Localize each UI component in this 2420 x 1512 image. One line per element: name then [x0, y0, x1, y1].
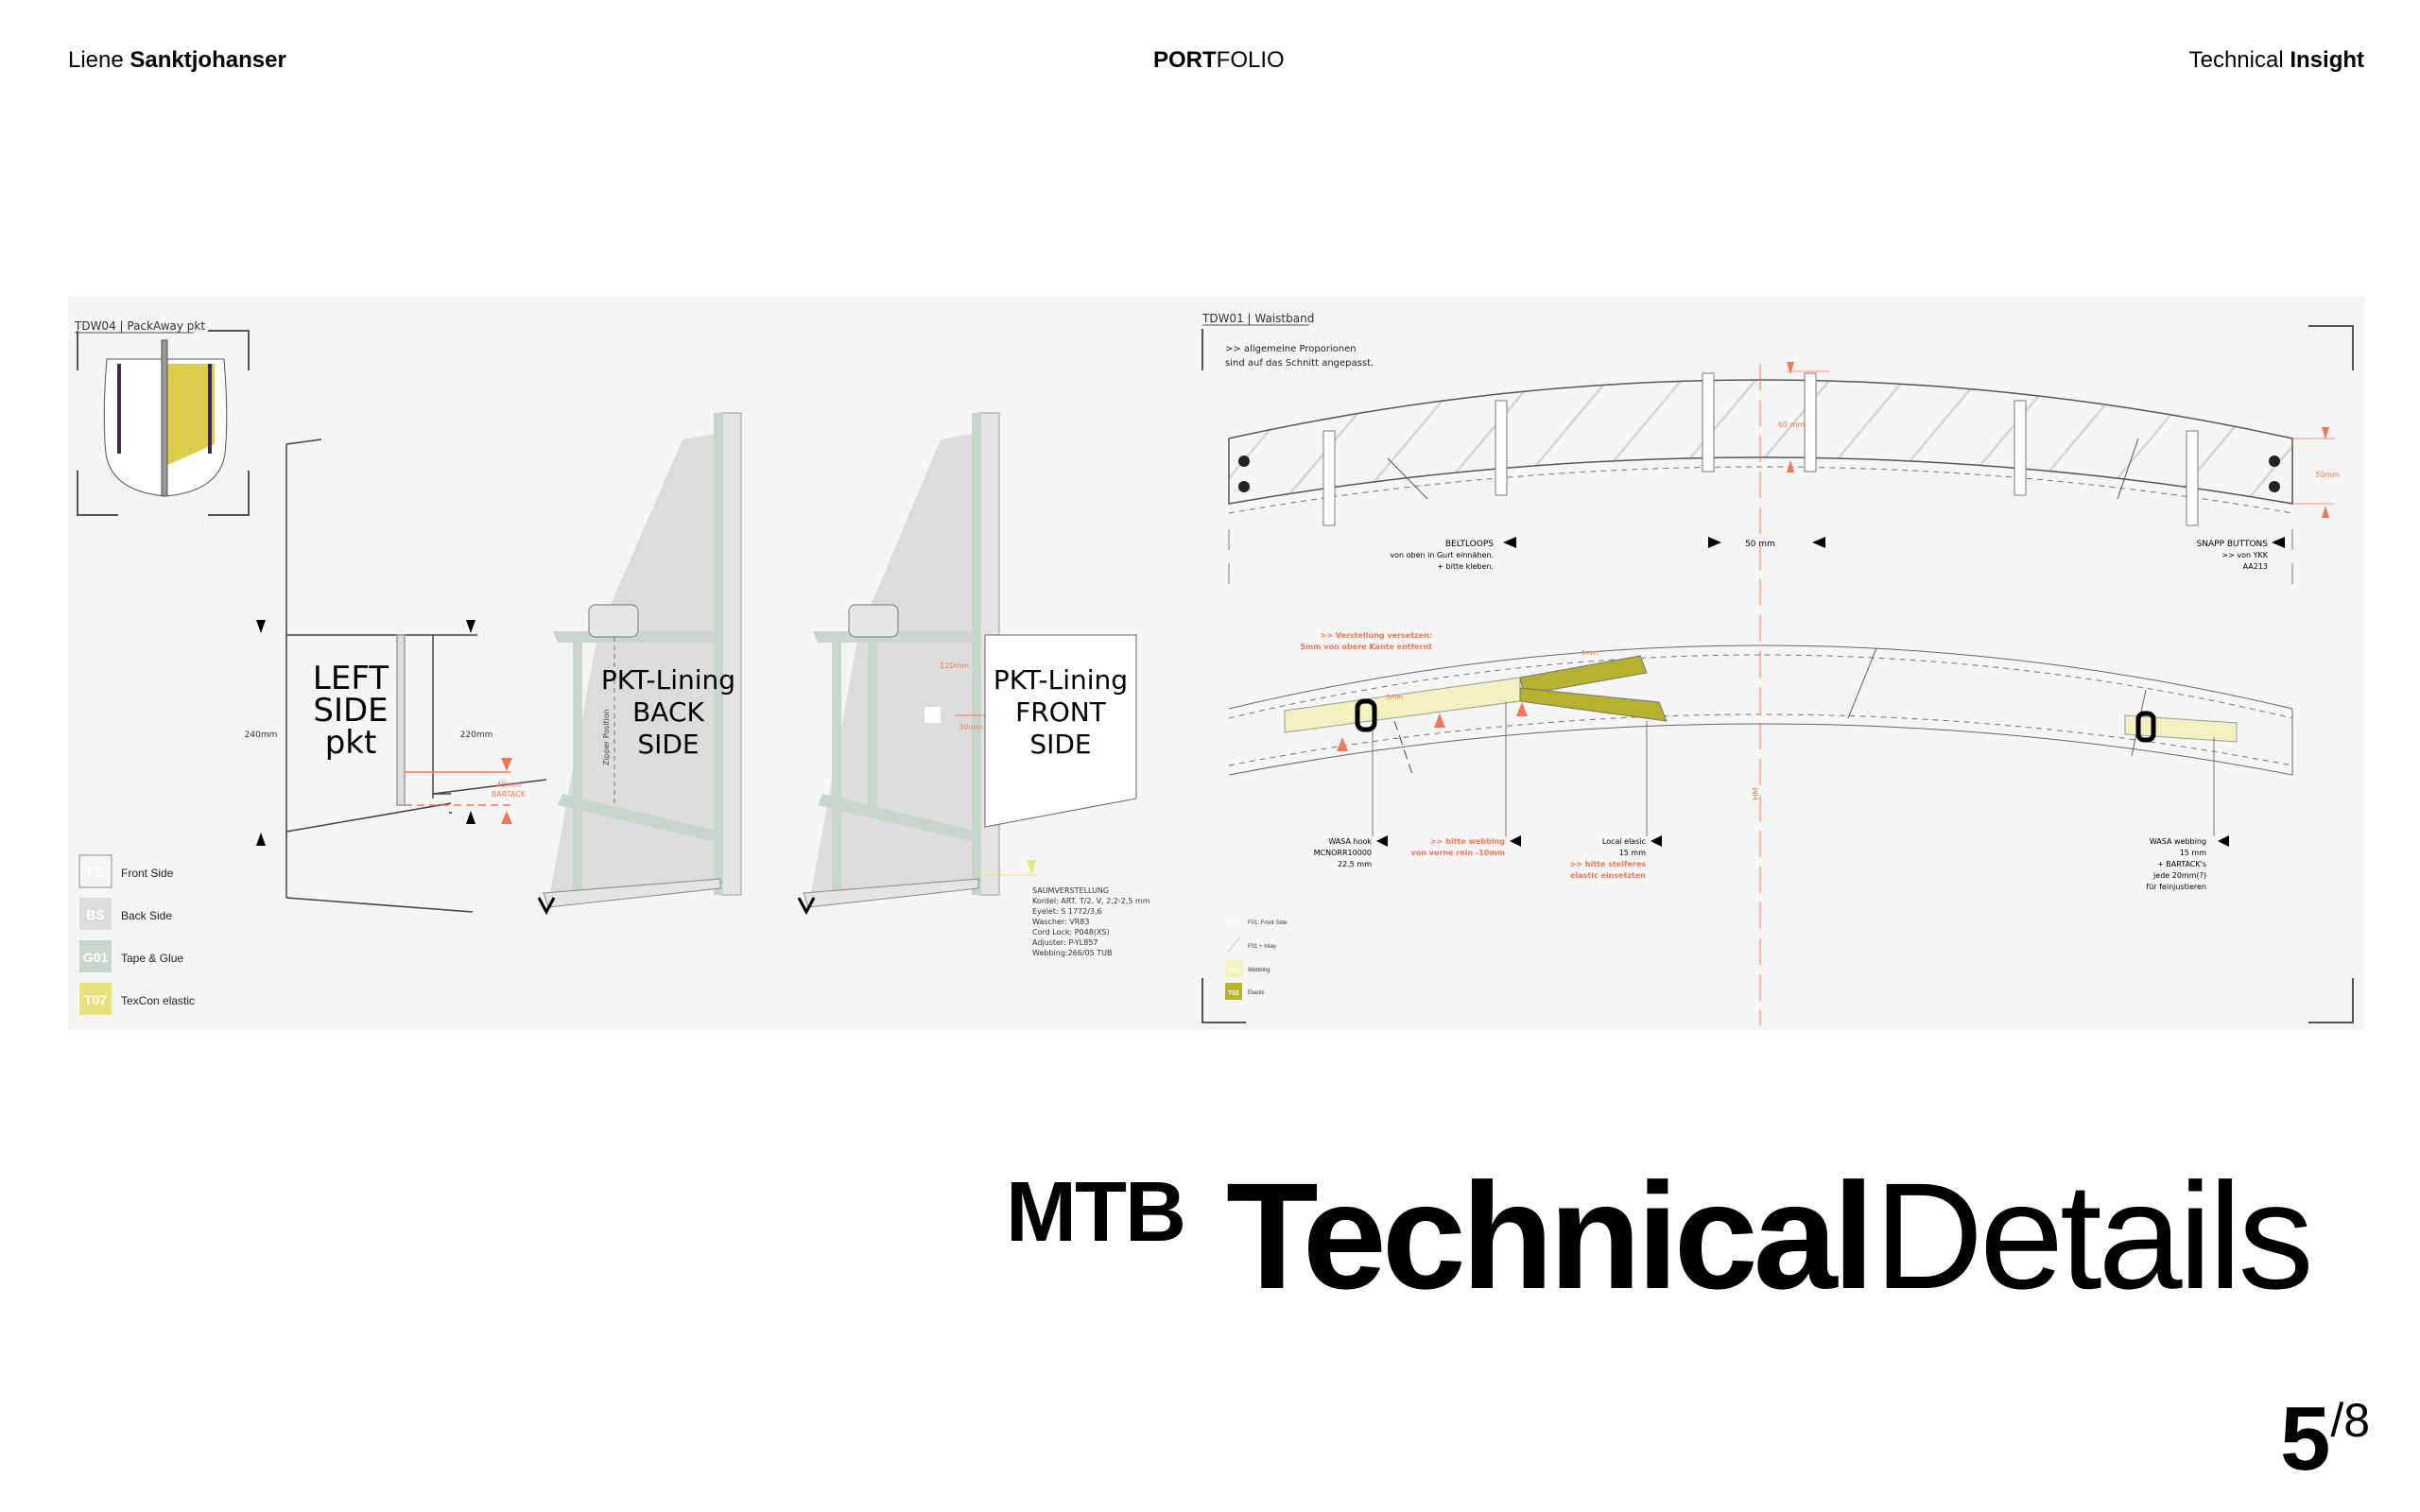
wasa-hook-line-2: MCNORR10000 — [1314, 849, 1372, 857]
legend-label: Back Side — [121, 909, 172, 922]
hem-spec-line: Adjuster: P-YL857 — [1032, 938, 1098, 947]
wasa-hook-line-3: 22.5 mm — [1338, 860, 1372, 868]
beltloops-line-3: + bitte kleben. — [1437, 562, 1494, 571]
page-total: /8 — [2330, 1394, 2371, 1447]
waistband-legend: F01 F01: Front Side F01 + Inlay T01 Webb… — [1225, 913, 1288, 1000]
dim-120mm: 120mm — [940, 662, 969, 670]
section-label-tdw04: TDW04 | PackAway pkt — [74, 319, 205, 333]
pkt-lining-front-drawing — [797, 412, 1137, 916]
waistband-inside-view — [1228, 644, 2293, 847]
dim-50mm-loop: 50 mm — [1745, 540, 1775, 549]
back-side-line-2: BACK — [632, 696, 704, 728]
front-side-line-3: SIDE — [1029, 729, 1091, 760]
section-brackets — [1201, 325, 2354, 1023]
dim-30mm: 30mm — [959, 723, 983, 731]
left-side-pkt-drawing — [285, 438, 547, 913]
local-elastic-line-1: Local elasic — [1602, 837, 1646, 846]
bitte-webbing-line-1: >> bitte webbing — [1430, 837, 1505, 846]
dim-5mm-right: 5mm — [1582, 649, 1599, 657]
wasa-webbing-line: 15 mm — [2180, 849, 2207, 857]
legend-code: T07 — [84, 992, 107, 1007]
beltloops-line-2: von oben in Gurt einnähen. — [1390, 551, 1494, 559]
title-light: Details — [1874, 1151, 2314, 1320]
section-label-tdw01: TDW01 | Waistband — [1201, 312, 1314, 325]
front-side-line-1: PKT-Lining — [994, 664, 1128, 696]
page-number: 5/8 — [2280, 1387, 2370, 1491]
wasa-webbing-note: WASA webbing 15 mm + BARTACK's jede 20mm… — [2146, 837, 2206, 891]
legend-code: G01 — [83, 950, 109, 965]
snapp-line-2: >> von YKK — [2221, 551, 2268, 559]
verstellung-line-1: >> Verstellung versetzen: — [1321, 631, 1432, 640]
waistband-top-view — [1228, 362, 2335, 1025]
wasa-webbing-line: für feinjustieren — [2146, 883, 2206, 891]
hem-spec-line: Webbing:266/05 TUB — [1032, 949, 1113, 957]
front-side-line-2: FRONT — [1015, 696, 1107, 728]
wasa-hook-line-1: WASA hook — [1328, 837, 1372, 846]
hem-spec: SAUMVERSTELLUNG Kordel: ART. T/2. V, 2,2… — [1032, 886, 1150, 957]
legend-code: BS — [86, 907, 104, 922]
back-side-line-1: PKT-Lining — [601, 664, 735, 696]
legend-label: F01 + Inlay — [1248, 944, 1276, 950]
legend-label: Webbing — [1248, 968, 1270, 973]
author-name: Liene Sanktjohanser — [68, 47, 286, 73]
dim-60mm: 60 mm — [1778, 421, 1806, 429]
left-side-line-1: LEFT — [313, 660, 389, 697]
snapp-line-3: AA213 — [2243, 562, 2268, 571]
verstellung-line-2: 5mm von obere Kante entfernt — [1300, 643, 1432, 651]
hm-label: HM — [1752, 787, 1760, 799]
dim-5mm-left: 5mm — [1386, 694, 1403, 701]
legend-code: FS — [87, 865, 104, 880]
page-current: 5 — [2280, 1388, 2331, 1489]
back-side-line-3: SIDE — [637, 729, 699, 760]
left-side-line-2: SIDE — [313, 692, 388, 730]
left-side-line-3: pkt — [325, 724, 377, 762]
legend-label: Tape & Glue — [121, 952, 183, 965]
hem-spec-line: Kordel: ART. T/2. V, 2,2-2,5 mm — [1032, 897, 1150, 905]
waistband-section: TDW01 | Waistband >> allgemeine Proporio… — [1201, 312, 2354, 1025]
hem-spec-line: Eyelet: S 1772/3,6 — [1032, 907, 1102, 916]
wasa-webbing-line: WASA webbing — [2150, 837, 2206, 846]
bartack-label: BARTACK — [492, 790, 527, 799]
dim-220mm: 220mm — [460, 730, 493, 740]
wasa-webbing-line: jede 20mm(?) — [2152, 871, 2206, 880]
legend-label: TexCon elastic — [121, 994, 195, 1007]
legend-code: T01 — [1228, 968, 1239, 974]
steiferes-line-1: >> bitte steiferes — [1570, 860, 1647, 868]
beltloops — [1322, 372, 2199, 526]
legend-code: F01 — [1228, 920, 1239, 927]
title-prefix: MTB — [1006, 1165, 1186, 1260]
legend-label: F01: Front Side — [1248, 920, 1288, 926]
hem-spec-line: Cord Lock: P048(XS) — [1032, 928, 1110, 936]
dim-240mm: 240mm — [245, 730, 278, 740]
snapp-line-1: SNAPP BUTTONS — [2197, 540, 2269, 549]
zipper-position-label: Zipper Position — [602, 709, 611, 765]
portfolio-label: PORTFOLIO — [1153, 47, 1285, 73]
title-bold: Technical — [1225, 1151, 1875, 1320]
steiferes-line-2: elastic einsetzten — [1570, 871, 1646, 880]
hem-spec-line: SAUMVERSTELLUNG — [1032, 886, 1109, 895]
legend-label: Elastic — [1248, 990, 1265, 996]
thumbnail-brackets — [77, 330, 250, 516]
beltloops-line-1: BELTLOOPS — [1445, 540, 1494, 549]
packaway-pocket-section: TDW04 | PackAway pkt — [74, 319, 1150, 1015]
dim-50mm-side: 50mm — [2315, 471, 2340, 479]
hem-spec-line: Wascher: VR83 — [1032, 918, 1089, 926]
section-label: Technical Insight — [2188, 47, 2364, 73]
material-legend: FS Front Side BS Back Side G01 Tape & Gl… — [78, 854, 195, 1015]
pocket-thumbnail — [103, 339, 228, 497]
wasa-webbing-line: + BARTACK's — [2157, 860, 2206, 868]
note-line-1: >> allgemeine Proporionen — [1225, 344, 1357, 354]
dimension-arrows — [256, 620, 512, 846]
local-elastic-line-2: 15 mm — [1619, 849, 1647, 857]
bitte-webbing-line-2: von vorne rein -10mm — [1411, 849, 1505, 857]
bartack-dim: 40mm — [496, 781, 521, 789]
legend-label: Front Side — [121, 867, 174, 880]
pkt-lining-back-drawing — [537, 412, 742, 916]
legend-code: T02 — [1228, 990, 1239, 997]
note-line-2: sind auf das Schnitt angepasst. — [1225, 358, 1374, 369]
